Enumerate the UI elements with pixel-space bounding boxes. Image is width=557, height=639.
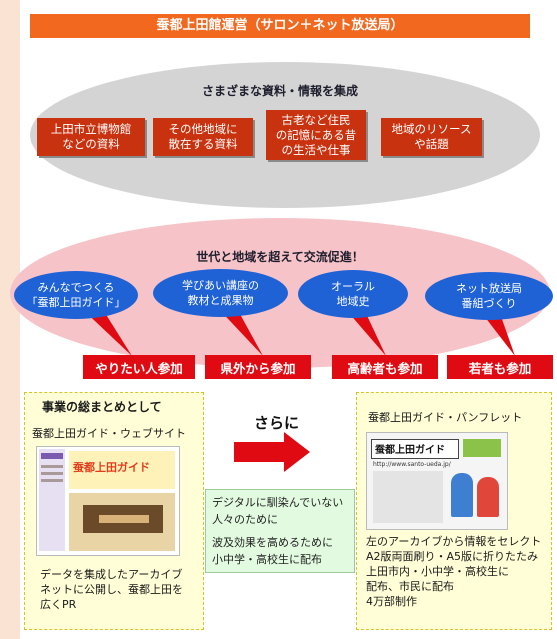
- child-figure: [477, 477, 499, 517]
- pamphlet-thumb-title: 蚕都上田ガイド: [375, 445, 445, 456]
- arrow-label: さらに: [254, 414, 300, 432]
- website-description: データを集成したアーカイブ ネットに公開し、蚕都上田を 広くPR: [40, 568, 183, 611]
- source-box-memories: 古老など住民 の記憶にある昔 の生活や仕事: [266, 110, 366, 160]
- note-digital: デジタルに馴染んでいない 人々のために: [212, 496, 344, 526]
- website-thumb-logo: [41, 453, 63, 459]
- exchange-title: 世代と地域を超えて交流促進！: [196, 250, 364, 264]
- summary-heading: 事業の総まとめとして: [42, 400, 162, 414]
- bubble-courses: 学びあい講座の 教材と成果物: [153, 269, 288, 317]
- note-students: 波及効果を高めるために 小中学・高校生に配布: [212, 536, 333, 566]
- website-subtitle: 蚕都上田ガイド・ウェブサイト: [32, 427, 186, 440]
- pamphlet-thumb-banner: [371, 439, 459, 459]
- label-seniors: 高齢者も参加: [332, 355, 438, 379]
- pamphlet-thumb-badge: [463, 439, 501, 457]
- website-thumb-link: [41, 472, 63, 475]
- pamphlet-thumb-textblock: [373, 471, 443, 523]
- pamphlet-subtitle: 蚕都上田ガイド・パンフレット: [368, 411, 523, 424]
- website-thumbnail: 蚕都上田ガイド: [36, 446, 180, 556]
- right-arrow-icon: [234, 432, 310, 472]
- resources-title: さまざまな資料・情報を集成: [201, 84, 358, 98]
- bubble-oral-history: オーラル 地域史: [298, 270, 408, 318]
- pamphlet-thumb-url: http://www.santo-ueda.jp/: [373, 461, 451, 468]
- source-box-scattered: その他地域に 散在する資料: [153, 118, 253, 156]
- source-box-museum: 上田市立博物館 などの資料: [37, 118, 145, 156]
- label-youth: 若者も参加: [447, 355, 553, 379]
- left-margin-bar: [0, 0, 20, 639]
- pamphlet-thumbnail: 蚕都上田ガイド http://www.santo-ueda.jp/: [366, 432, 508, 530]
- source-box-local: 地域のリソース や話題: [381, 118, 482, 156]
- label-outside-prefecture: 県外から参加: [205, 355, 311, 379]
- website-thumb-banner: [69, 451, 175, 489]
- website-thumb-link: [41, 465, 63, 468]
- bubble-guide: みんなでつくる 「蚕都上田ガイド」: [14, 271, 138, 319]
- child-figure: [451, 473, 473, 517]
- website-thumb-photo: [69, 493, 175, 551]
- pointer-triangle-4: [478, 308, 515, 356]
- loom-illustration: [99, 515, 149, 523]
- website-thumb-title: 蚕都上田ガイド: [73, 461, 150, 474]
- label-volunteers: やりたい人参加: [83, 355, 195, 379]
- bubble-net-broadcast: ネット放送局 番組づくり: [425, 272, 553, 320]
- pointer-triangle-2: [215, 305, 263, 356]
- pamphlet-description: 左のアーカイブから情報をセレクト A2版両面刷り・A5版に折りたたみ 上田市内・…: [366, 535, 542, 608]
- distribution-note: デジタルに馴染んでいない 人々のために 波及効果を高めるために 小中学・高校生に…: [205, 489, 355, 573]
- page-header: 蚕都上田館運営（サロン＋ネット放送局）: [30, 14, 530, 38]
- website-thumb-link: [41, 479, 63, 482]
